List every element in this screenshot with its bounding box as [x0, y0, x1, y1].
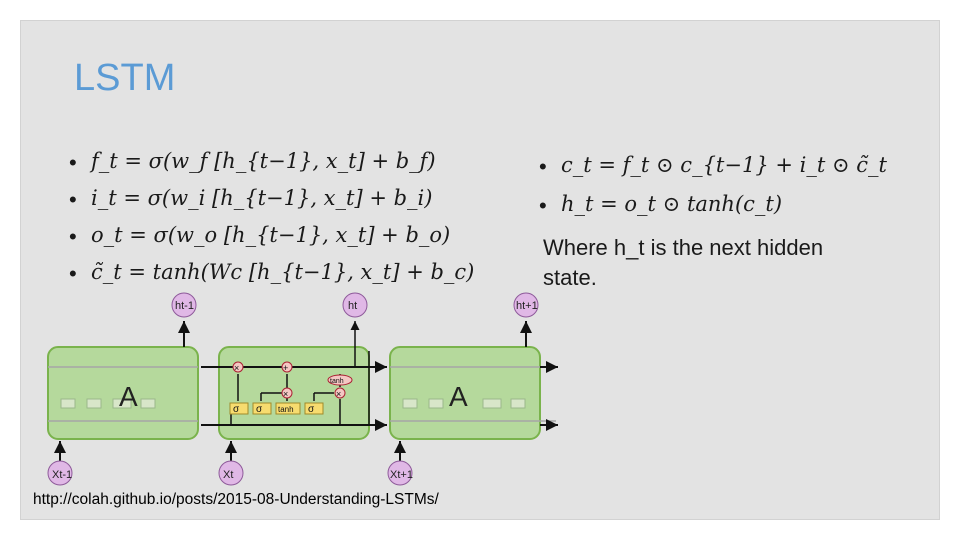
output-node	[513, 292, 539, 318]
cell-label: A	[119, 381, 138, 412]
equation-output-gate: o_t = σ(w_o [h_{t−1}, x_t] + b_o)	[91, 223, 451, 247]
bullet: •	[69, 150, 77, 175]
slide-title: LSTM	[74, 57, 176, 99]
output-node	[171, 292, 197, 318]
op-multiply-forget: ×	[234, 363, 239, 373]
bullet: •	[69, 261, 77, 286]
lstm-cell-previous: A	[47, 346, 199, 440]
equation-candidate: c̃_t = tanh(Wc [h_{t−1}, x_t] + b_c)	[91, 260, 475, 284]
slide: LSTM • f_t = σ(w_f [h_{t−1}, x_t] + b_f)…	[20, 20, 940, 520]
op-add: +	[283, 363, 288, 373]
hidden-state-note: Where h_t is the next hidden state.	[543, 235, 824, 290]
input-node	[218, 460, 244, 486]
equation-hidden-state: h_t = o_t ⊙ tanh(c_t)	[561, 192, 783, 216]
bullet: •	[69, 224, 77, 249]
op-multiply-output: ×	[336, 389, 341, 399]
bullet: •	[69, 187, 77, 212]
output-label: ht-1	[175, 300, 194, 312]
equation-input-gate: i_t = σ(w_i [h_{t−1}, x_t] + b_i)	[91, 186, 433, 210]
lstm-diagram: A σ σ tanh σ	[47, 292, 558, 486]
input-node	[387, 460, 413, 486]
output-node	[342, 292, 368, 318]
lstm-cell-next: A	[389, 346, 558, 440]
bullet: •	[539, 154, 547, 179]
source-link[interactable]: http://colah.github.io/posts/2015-08-Und…	[33, 491, 439, 508]
cell-label: A	[449, 381, 468, 412]
gate-candidate: tanh	[278, 405, 294, 414]
op-tanh: tanh	[330, 378, 344, 385]
op-multiply-input: ×	[283, 389, 288, 399]
input-label: Xt+1	[390, 469, 413, 481]
input-label: Xt	[223, 469, 233, 481]
gate-output: σ	[308, 404, 315, 415]
lstm-cell-current: σ σ tanh σ × + × × tanh	[201, 321, 387, 440]
output-label: ht	[348, 300, 357, 312]
gate-forget: σ	[233, 404, 240, 415]
input-label: Xt-1	[52, 469, 72, 481]
output-label: ht+1	[516, 300, 538, 312]
bullet: •	[539, 193, 547, 218]
equation-cell-state: c_t = f_t ⊙ c_{t−1} + i_t ⊙ c̃_t	[561, 153, 887, 177]
gate-input: σ	[256, 404, 263, 415]
input-node	[47, 460, 73, 486]
equation-forget-gate: f_t = σ(w_f [h_{t−1}, x_t] + b_f)	[91, 149, 436, 173]
